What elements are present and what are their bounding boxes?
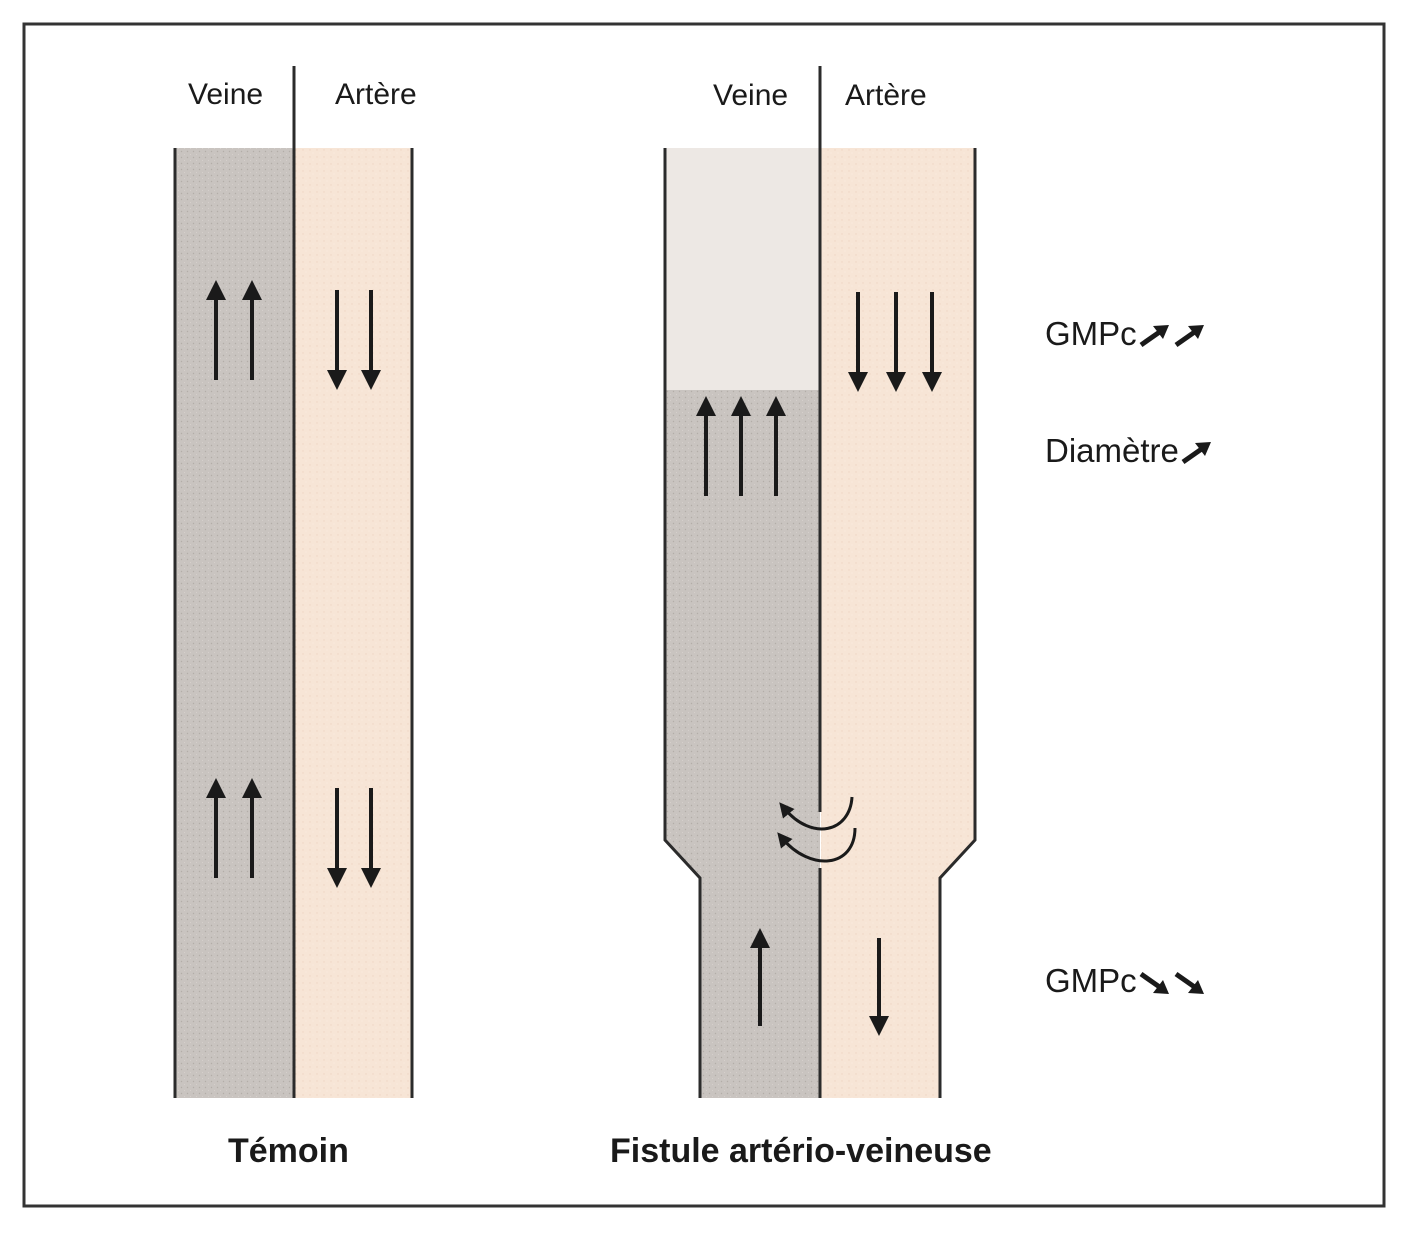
fistula-artery-outer-wall [938,148,977,1098]
fistula-shunt-arrow [779,796,854,831]
diameter-label: Diamètre [1045,432,1179,469]
fistula-shunt-arrow [777,827,857,863]
control-vein-label: Veine [188,78,264,111]
upper-gmpc-label: GMPc [1045,315,1137,352]
down-right-arrow-icon [1139,972,1169,995]
fistula-vein-outer-wall [663,148,702,1098]
fistula-artery-label: Artère [845,79,927,112]
control-caption: Témoin [228,1132,349,1170]
up-right-arrow-icon [1174,325,1204,348]
fistula-panel [663,66,977,1098]
lower-gmpc-annotation: GMPc [1045,964,1207,997]
down-right-arrow-icon [1174,972,1204,995]
fistula-vein-label: Veine [713,79,789,112]
fistula-caption: Fistule artério-veineuse [610,1132,992,1170]
upper-gmpc-annotation: GMPc [1045,317,1207,350]
lower-gmpc-label: GMPc [1045,962,1137,999]
diameter-annotation: Diamètre [1045,434,1213,467]
control-vein-lumen [175,148,293,1098]
control-panel [173,66,414,1098]
up-right-arrow-icon [1181,442,1211,465]
control-artery-lumen [294,148,412,1098]
up-right-arrow-icon [1139,325,1169,348]
fistula-vein-dilated-zone [666,148,820,390]
control-artery-label: Artère [335,78,417,111]
